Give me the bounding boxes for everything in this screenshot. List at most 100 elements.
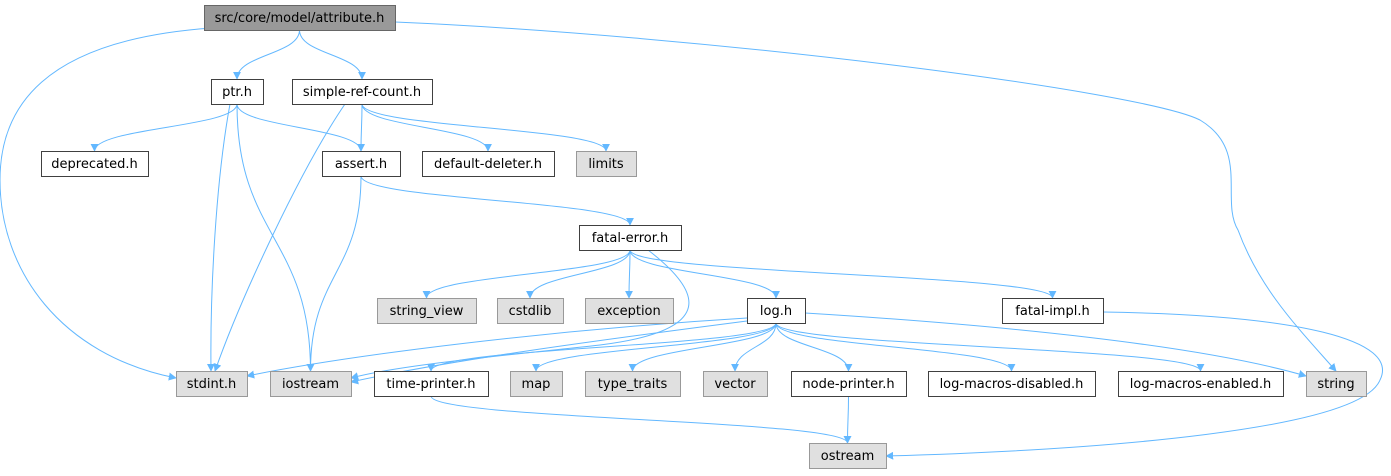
edge-fatal-error-to-iostream — [350, 249, 690, 381]
node-type-traits: type_traits — [585, 371, 681, 397]
edge-log-to-log-macros-disabled — [775, 322, 1016, 372]
edge-ptr-to-iostream — [236, 103, 315, 372]
edge-ptr-to-stdint — [206, 103, 231, 372]
node-exception: exception — [585, 298, 674, 324]
node-log-macros-enabled[interactable]: log-macros-enabled.h — [1118, 371, 1284, 397]
node-default-deleter[interactable]: default-deleter.h — [422, 151, 555, 177]
node-label: node-printer.h — [802, 377, 894, 392]
node-label: simple-ref-count.h — [303, 85, 421, 100]
node-box — [928, 371, 1096, 397]
node-box — [809, 443, 887, 469]
node-log[interactable]: log.h — [747, 298, 806, 324]
node-ptr[interactable]: ptr.h — [211, 79, 264, 105]
edge-assert-to-fatal-error — [360, 175, 634, 226]
node-box — [377, 298, 477, 324]
node-label: stdint.h — [187, 377, 236, 392]
edge-fatal-error-to-cstdlib — [526, 249, 631, 299]
edge-ptr-to-assert — [236, 103, 365, 152]
node-time-printer[interactable]: time-printer.h — [374, 371, 489, 397]
node-label: vector — [714, 377, 756, 392]
node-string-view: string_view — [377, 298, 477, 324]
node-fatal-error[interactable]: fatal-error.h — [579, 225, 682, 251]
node-box — [791, 371, 907, 397]
edge-fatal-error-to-fatal-impl — [629, 249, 1057, 299]
node-vector: vector — [703, 371, 768, 397]
node-box — [292, 79, 433, 105]
edge-log-to-type-traits — [628, 322, 777, 372]
edge-simple-ref-count-to-default-deleter — [361, 103, 492, 152]
node-box — [41, 151, 149, 177]
node-box — [579, 225, 682, 251]
node-label: log-macros-disabled.h — [940, 377, 1084, 392]
node-label: string_view — [390, 304, 464, 319]
node-label: log.h — [760, 304, 792, 319]
node-label: cstdlib — [509, 304, 552, 319]
node-label: ostream — [821, 449, 875, 464]
node-label: type_traits — [598, 377, 668, 392]
edge-assert-to-iostream — [306, 175, 362, 372]
node-box — [510, 371, 563, 397]
node-label: default-deleter.h — [434, 157, 542, 172]
edge-log-to-time-printer — [427, 322, 777, 372]
node-node-printer[interactable]: node-printer.h — [791, 371, 907, 397]
edge-log-to-log-macros-enabled — [775, 322, 1205, 372]
node-string: string — [1306, 371, 1367, 397]
node-label: exception — [597, 304, 661, 319]
node-deprecated[interactable]: deprecated.h — [41, 151, 149, 177]
node-simple-ref-count[interactable]: simple-ref-count.h — [292, 79, 433, 105]
node-box — [374, 371, 489, 397]
node-label: fatal-error.h — [592, 231, 669, 246]
node-box — [585, 298, 674, 324]
node-label: src/core/model/attribute.h — [215, 11, 385, 26]
edge-fatal-error-to-exception — [625, 249, 634, 299]
edge-log-to-map — [532, 322, 777, 372]
node-label: ptr.h — [222, 85, 252, 100]
node-box — [211, 79, 264, 105]
edge-node-printer-to-ostream — [843, 395, 852, 444]
node-label: map — [522, 377, 551, 392]
node-box — [422, 151, 555, 177]
node-label: time-printer.h — [386, 377, 475, 392]
node-log-macros-disabled[interactable]: log-macros-disabled.h — [928, 371, 1096, 397]
edge-attribute-to-simple-ref-count — [299, 29, 366, 80]
node-ostream: ostream — [809, 443, 887, 469]
node-layer: src/core/model/attribute.h ptr.h simple-re… — [41, 5, 1367, 469]
node-box — [322, 151, 401, 177]
node-cstdlib: cstdlib — [497, 298, 564, 324]
node-box — [1118, 371, 1284, 397]
node-iostream: iostream — [270, 371, 352, 397]
node-box — [1002, 298, 1104, 324]
node-box — [1306, 371, 1367, 397]
edge-attribute-to-string — [394, 21, 1337, 372]
edge-simple-ref-count-to-limits — [361, 103, 610, 152]
node-label: string — [1317, 377, 1354, 392]
edge-attribute-to-stdint — [0, 27, 213, 381]
node-box — [576, 151, 637, 177]
node-map: map — [510, 371, 563, 397]
node-box — [497, 298, 564, 324]
node-box — [176, 371, 248, 397]
edge-attribute-to-ptr — [233, 29, 300, 80]
node-label: limits — [588, 157, 624, 172]
edge-ptr-to-deprecated — [90, 103, 238, 152]
node-box — [703, 371, 768, 397]
node-label: fatal-impl.h — [1015, 304, 1089, 319]
node-attribute[interactable]: src/core/model/attribute.h — [204, 5, 396, 31]
edge-log-to-stdint — [246, 317, 748, 379]
node-box — [270, 371, 352, 397]
edge-time-printer-to-ostream — [430, 395, 852, 444]
edge-log-to-node-printer — [775, 322, 853, 372]
node-assert[interactable]: assert.h — [322, 151, 401, 177]
node-fatal-impl[interactable]: fatal-impl.h — [1002, 298, 1104, 324]
node-limits: limits — [576, 151, 637, 177]
node-label: deprecated.h — [51, 157, 137, 172]
edge-fatal-impl-to-ostream — [885, 311, 1383, 460]
edge-simple-ref-count-to-stdint — [213, 103, 346, 372]
edge-fatal-error-to-string-view — [422, 249, 631, 299]
node-label: assert.h — [335, 157, 387, 172]
node-box — [204, 5, 396, 31]
edge-log-to-string — [804, 312, 1307, 378]
node-box — [747, 298, 806, 324]
node-label: log-macros-enabled.h — [1130, 377, 1271, 392]
edge-fatal-error-to-log — [629, 249, 780, 299]
